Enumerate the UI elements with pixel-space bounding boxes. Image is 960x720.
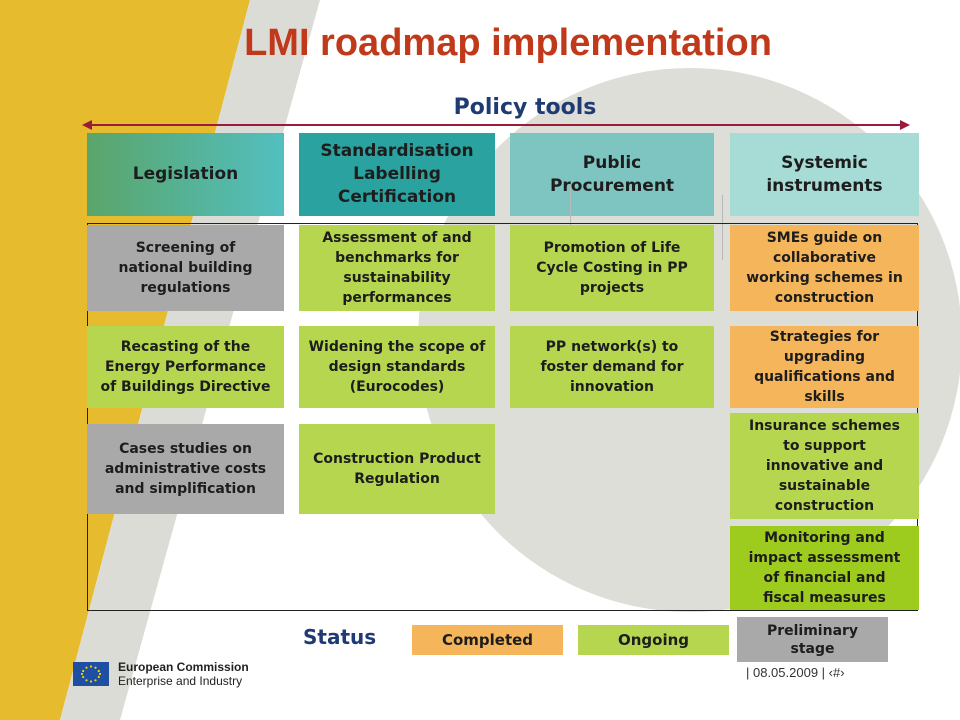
separator-line <box>722 195 723 260</box>
separator-line <box>570 185 571 260</box>
footer-organization: European Commission Enterprise and Indus… <box>118 660 249 688</box>
footer-org-name: European Commission <box>118 660 249 674</box>
header-systemic: Systemic instruments <box>730 133 919 216</box>
item-pp-network: PP network(s) to foster demand for innov… <box>510 326 714 408</box>
footer-date: | 08.05.2009 | ‹#› <box>746 665 845 680</box>
header-legislation: Legislation <box>87 133 284 216</box>
legend-completed: Completed <box>412 625 563 655</box>
item-screening-regulations: Screening of national building regulatio… <box>87 225 284 311</box>
footer-department: Enterprise and Industry <box>118 674 243 688</box>
legend-preliminary: Preliminary stage <box>737 617 888 662</box>
legend-ongoing: Ongoing <box>578 625 729 655</box>
slide-title: LMI roadmap implementation <box>244 22 772 64</box>
item-eurocodes: Widening the scope of design standards (… <box>299 326 495 408</box>
policy-tools-label: Policy tools <box>453 95 597 120</box>
header-standardisation: Standardisation Labelling Certification <box>299 133 495 216</box>
item-insurance-schemes: Insurance schemes to support innovative … <box>730 413 919 519</box>
status-label: Status <box>303 625 377 649</box>
eu-flag-icon <box>73 662 109 686</box>
header-procurement: Public Procurement <box>510 133 714 216</box>
item-recasting-epbd: Recasting of the Energy Performance of B… <box>87 326 284 408</box>
item-monitoring-impact: Monitoring and impact assessment of fina… <box>730 526 919 610</box>
item-assessment-benchmarks: Assessment of and benchmarks for sustain… <box>299 225 495 311</box>
item-cpr: Construction Product Regulation <box>299 424 495 514</box>
item-life-cycle-costing: Promotion of Life Cycle Costing in PP pr… <box>510 225 714 311</box>
item-qualifications-skills: Strategies for upgrading qualifications … <box>730 326 919 408</box>
item-case-studies: Cases studies on administrative costs an… <box>87 424 284 514</box>
double-arrow-icon <box>82 120 910 130</box>
item-smes-guide: SMEs guide on collaborative working sche… <box>730 225 919 311</box>
